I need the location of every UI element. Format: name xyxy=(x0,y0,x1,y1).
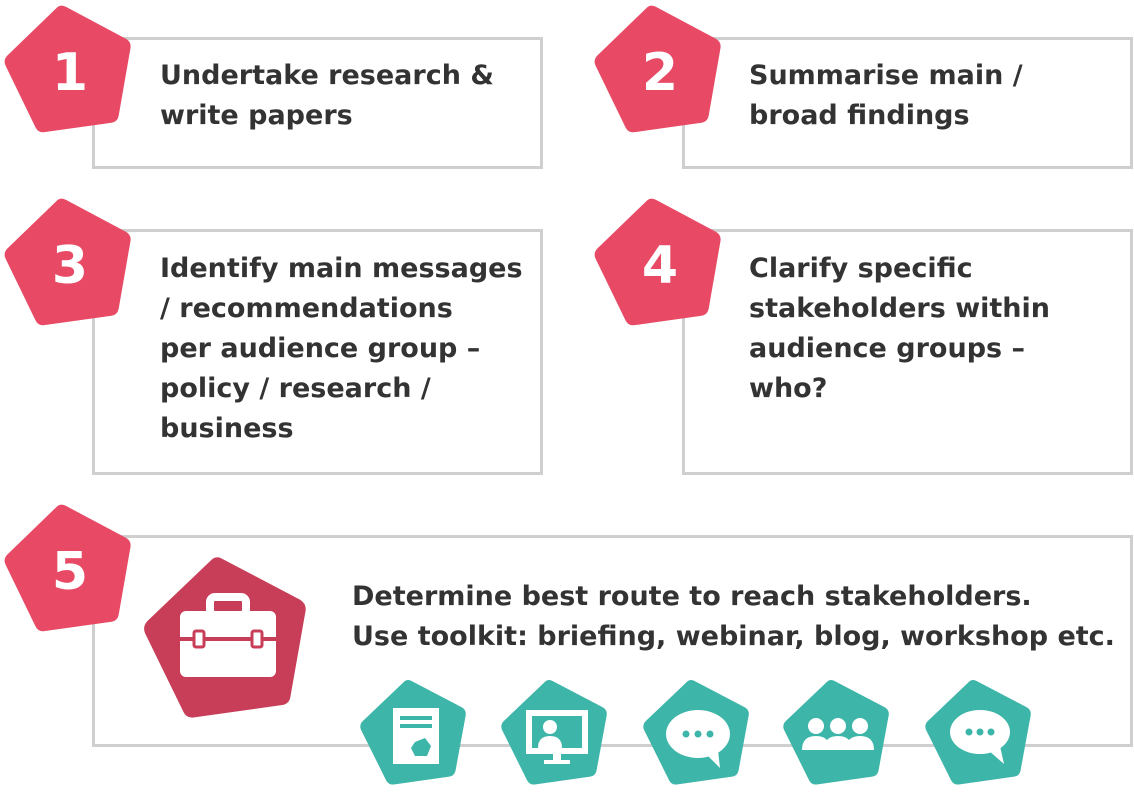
step-4-text: Clarify specific stakeholders within aud… xyxy=(749,249,1050,409)
step-3-text: Identify main messages / recommendations… xyxy=(160,249,523,449)
step-2-number: 2 xyxy=(641,43,679,103)
step-3-line-5: business xyxy=(160,413,294,444)
step-1-badge: 1 xyxy=(0,3,140,143)
pentagon-badge-icon xyxy=(594,198,721,326)
step-5-number: 5 xyxy=(51,542,89,602)
step-1-text: Undertake research & write papers xyxy=(160,56,494,136)
step-4-line-3: audience groups – xyxy=(749,333,1025,364)
workshop-group-icon xyxy=(780,678,896,794)
step-1-number: 1 xyxy=(51,43,89,103)
step-2-text: Summarise main / broad findings xyxy=(749,56,1023,136)
step-4-line-4: who? xyxy=(749,373,828,404)
step-2-badge: 2 xyxy=(590,3,730,143)
step-4-badge: 4 xyxy=(590,196,730,336)
webinar-icon xyxy=(498,678,614,794)
step-4-line-2: stakeholders within xyxy=(749,293,1050,324)
step-4-line-1: Clarify specific xyxy=(749,253,973,284)
step-1-box xyxy=(92,37,543,169)
step-3-badge: 3 xyxy=(0,196,140,336)
briefing-document-icon xyxy=(357,678,473,794)
step-5-badge: 5 xyxy=(0,502,140,642)
blog-speech-bubble-icon xyxy=(640,678,756,794)
step-2-line-2: broad findings xyxy=(749,100,970,131)
step-3-line-3: per audience group – xyxy=(160,333,481,364)
step-3-line-1: Identify main messages xyxy=(160,253,523,284)
speech-bubble-icon xyxy=(922,678,1038,794)
step-3-line-4: policy / research / xyxy=(160,373,431,404)
step-5-line-2: Use toolkit: briefing, webinar, blog, wo… xyxy=(352,621,1115,652)
pentagon-badge-icon xyxy=(4,198,131,326)
pentagon-badge-icon xyxy=(4,5,131,133)
step-1-line-2: write papers xyxy=(160,100,353,131)
toolkit-badge xyxy=(138,553,318,733)
pentagon-badge-icon xyxy=(4,504,131,632)
step-1-line-1: Undertake research & xyxy=(160,60,494,91)
step-4-box xyxy=(682,229,1133,475)
step-3-box xyxy=(92,229,543,475)
step-2-line-1: Summarise main / xyxy=(749,60,1023,91)
briefcase-icon xyxy=(144,557,306,718)
step-5-text: Determine best route to reach stakeholde… xyxy=(352,577,1115,657)
step-3-number: 3 xyxy=(51,236,89,296)
step-3-line-2: / recommendations xyxy=(160,293,453,324)
step-4-number: 4 xyxy=(641,236,679,296)
step-5-line-1: Determine best route to reach stakeholde… xyxy=(352,581,1032,612)
pentagon-badge-icon xyxy=(594,5,721,133)
